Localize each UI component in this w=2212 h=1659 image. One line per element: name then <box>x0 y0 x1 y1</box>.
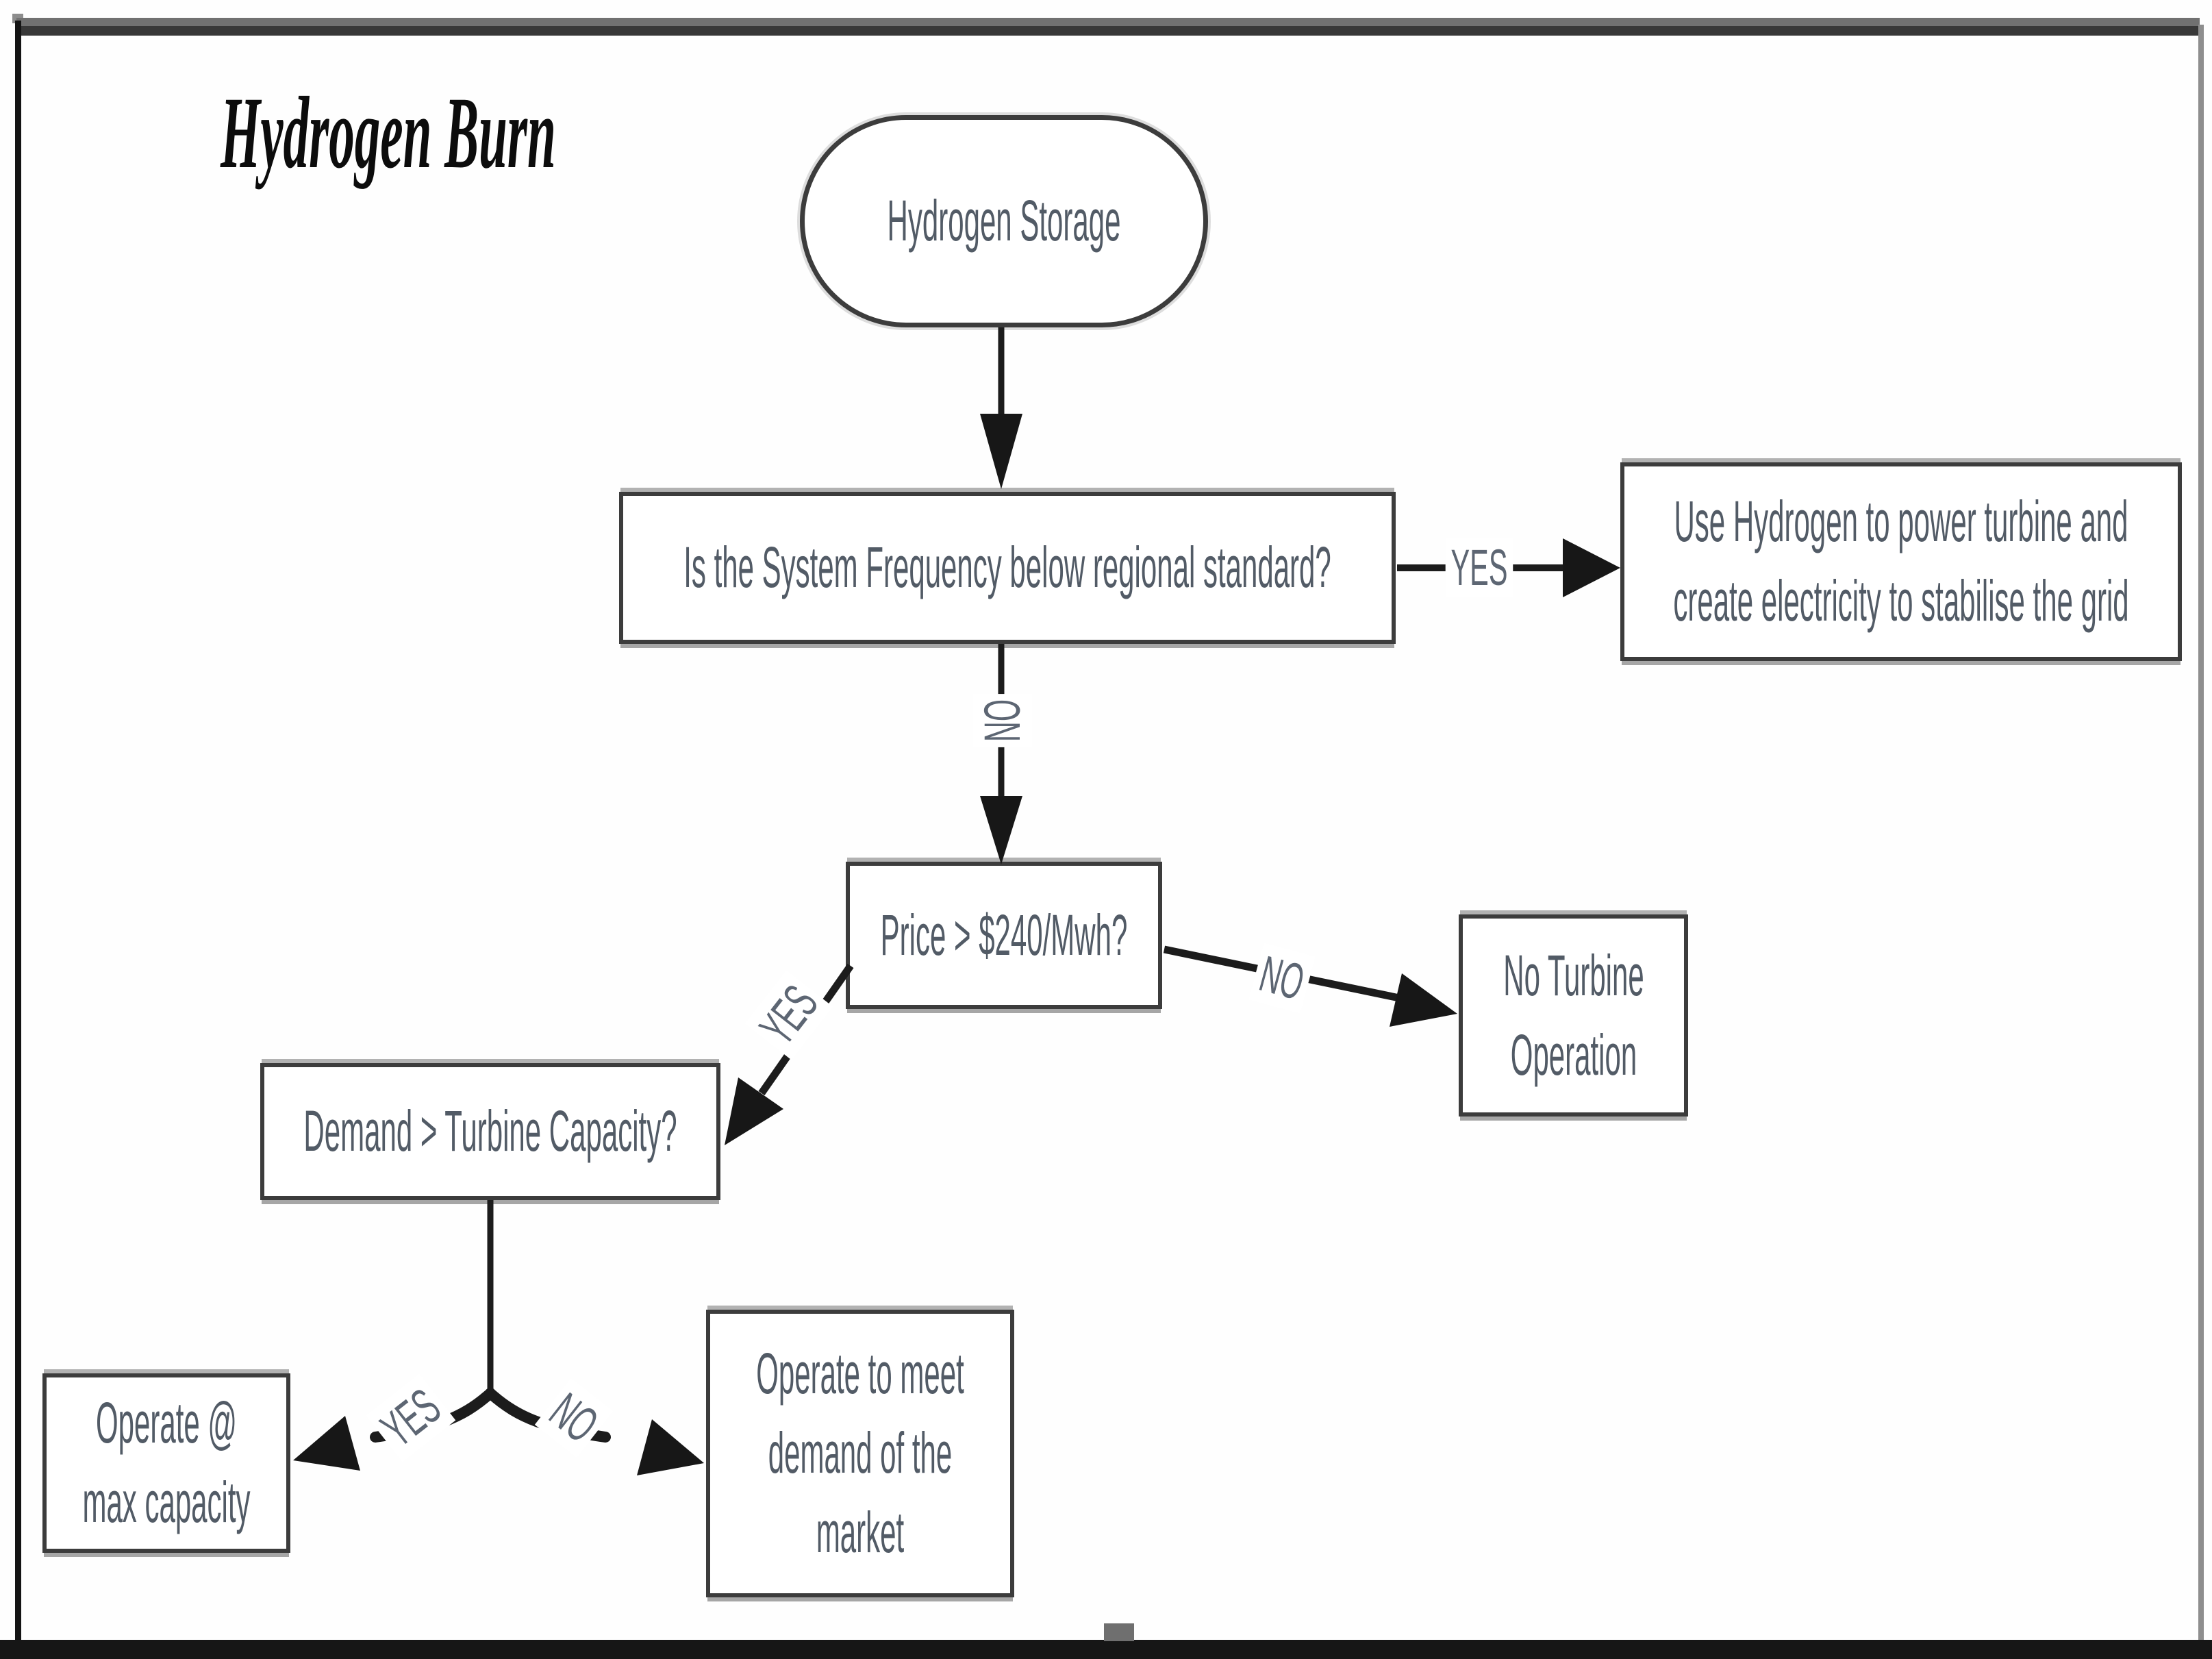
node-no-turbine: No Turbine Operation <box>1459 914 1688 1117</box>
node-label: No Turbine Operation <box>1503 943 1644 1087</box>
node-label: Hydrogen Storage <box>887 188 1121 253</box>
edge-label-frequency-no: NO <box>973 694 1032 747</box>
node-max-capacity: Operate @ max capacity <box>42 1373 290 1553</box>
node-label: Operate @ max capacity <box>82 1390 251 1534</box>
node-label: Operate to meet demand of the market <box>756 1341 964 1564</box>
node-demand-check: Demand > Turbine Capacity? <box>260 1063 720 1200</box>
edge-label-price-yes: YES <box>744 970 833 1060</box>
arrowhead <box>1563 538 1620 597</box>
bottom-border-tab <box>1104 1623 1134 1641</box>
edge-storage-frequency <box>980 327 1022 489</box>
arrowhead <box>1390 973 1457 1027</box>
node-price-check: Price > $240/Mwh? <box>846 862 1162 1009</box>
edge-label-frequency-yes: YES <box>1445 538 1513 597</box>
node-frequency-check: Is the System Frequency below regional s… <box>619 492 1396 644</box>
edge-label-demand-no: NO <box>534 1378 614 1458</box>
arrowhead <box>637 1419 704 1475</box>
bottom-border-bar <box>0 1640 2212 1659</box>
arrowhead <box>980 796 1022 864</box>
diagram-title: Hydrogen Burn <box>221 76 556 190</box>
node-label: Is the System Frequency below regional s… <box>683 535 1331 600</box>
node-use-hydrogen: Use Hydrogen to power turbine and create… <box>1620 462 2182 661</box>
top-border-bar <box>16 18 2200 36</box>
edge-label-price-no: NO <box>1248 943 1316 1014</box>
arrowhead <box>293 1416 360 1471</box>
left-border <box>15 21 21 1641</box>
node-label: Price > $240/Mwh? <box>880 902 1128 967</box>
node-market-demand: Operate to meet demand of the market <box>706 1310 1014 1597</box>
node-hydrogen-storage: Hydrogen Storage <box>800 115 1208 327</box>
arrowhead <box>980 414 1022 489</box>
right-border <box>2198 25 2204 1640</box>
arrowhead <box>725 1077 783 1145</box>
edge-frequency-no <box>980 644 1022 864</box>
edge-label-demand-yes: YES <box>366 1373 456 1462</box>
node-label: Use Hydrogen to power turbine and create… <box>1673 489 2129 633</box>
node-label: Demand > Turbine Capacity? <box>303 1099 677 1164</box>
